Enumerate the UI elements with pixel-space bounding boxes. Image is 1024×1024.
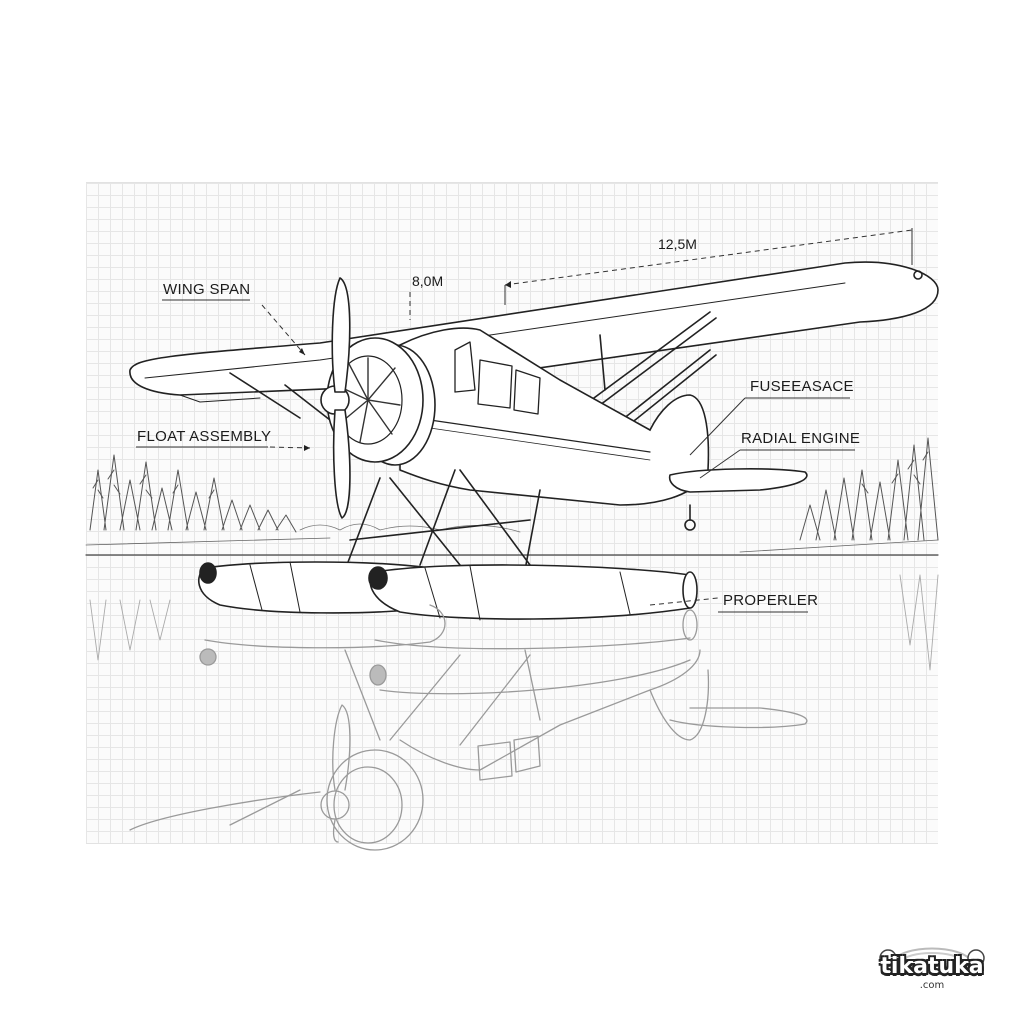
propeller-blade-bottom [332, 409, 351, 519]
wing-span-label: WING SPAN [163, 281, 251, 298]
float-right [369, 564, 698, 620]
wing-span-leader [261, 304, 306, 356]
length-dimension-label: 12,5M [658, 236, 697, 252]
propeller-blade-top [331, 277, 351, 393]
tail-fin [649, 394, 710, 481]
treeline-left [89, 454, 297, 533]
cockpit-windows [454, 341, 541, 415]
radial-engine-label: RADIAL ENGINE [741, 430, 861, 447]
propeller-label: PROPERLER [723, 592, 819, 609]
logo-domain: .com [919, 980, 945, 991]
logo-mascot-icon [879, 947, 985, 967]
radial-engine-leader [699, 449, 741, 479]
float-assembly-label: FLOAT ASSEMBLY [137, 428, 272, 445]
horizontal-stabilizer [668, 468, 808, 493]
distant-treeline [299, 523, 521, 533]
water-reflection [89, 574, 939, 851]
propeller-leader [649, 597, 719, 606]
fuselage-leader [689, 397, 746, 456]
tikatuka-logo: tikatuka .com [872, 940, 992, 1000]
float-assembly-leader [269, 446, 311, 449]
length-dimension-line [504, 229, 913, 286]
fuselage-label: FUSEEASACE [750, 378, 854, 395]
float-struts [344, 469, 541, 571]
height-dimension-label: 8,0M [412, 273, 444, 289]
logo-wordmark: tikatuka [880, 954, 984, 979]
treeline-right [799, 437, 939, 541]
